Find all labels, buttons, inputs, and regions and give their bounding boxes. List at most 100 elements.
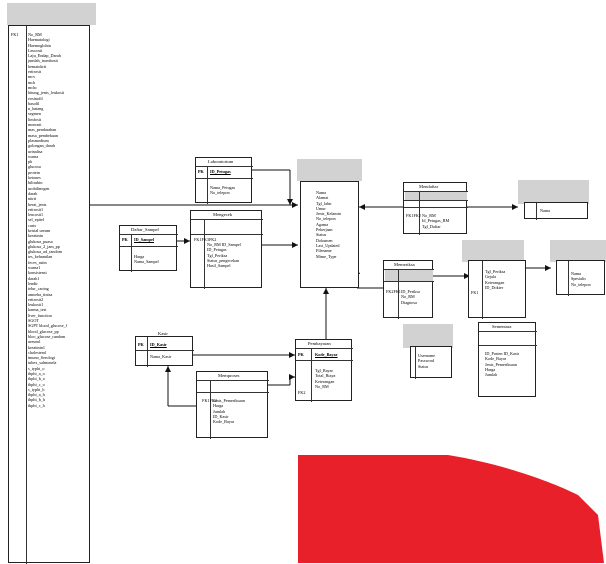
attribute: Keterangan	[485, 279, 505, 285]
attribute: warna1	[28, 265, 41, 271]
petugas-rm-attributes: Nama	[540, 208, 550, 213]
attribute: Laju_Endap_Darah	[28, 53, 61, 59]
daftar-sampel-pk-tag: PK	[122, 237, 128, 242]
attribute: ID_Pasien ID_Kasir	[485, 351, 520, 356]
attribute: tubex_salmonela	[28, 360, 57, 366]
attribute: Mime_Type	[316, 253, 337, 259]
attribute: Nama	[571, 271, 581, 276]
petugas-rm-entity: Nama	[524, 202, 588, 220]
attribute: s_typhi_o	[28, 365, 45, 371]
attribute: eritrosit1	[28, 206, 44, 212]
laboratorium-title: Laboratorium	[208, 159, 234, 164]
memeriksa-fk-tags: FK2FK1	[386, 289, 401, 294]
attribute: mchc	[28, 84, 38, 90]
pembayaran-fk-tags: FK2	[298, 390, 305, 395]
attribute: urobilinogen	[28, 185, 50, 191]
daftar-sampel-pk: ID_Sampel	[134, 237, 155, 242]
attribute: Harga	[134, 254, 145, 259]
attribute: konsistensi	[28, 270, 47, 276]
attribute: ID_Petugas	[207, 247, 227, 253]
attribute: Agama	[316, 221, 329, 227]
laboratorium-pk: ID_Petugas	[210, 169, 231, 174]
mendaftar-title: Mendaftar	[419, 184, 439, 189]
attribute: Kode_Bayar	[213, 419, 235, 425]
fk-tag: FK3	[201, 237, 209, 242]
attribute: Total_Biaya	[315, 373, 336, 379]
fk-tag: FK2	[209, 398, 218, 403]
memproses-title: Memproses	[218, 373, 240, 378]
daftar-sampel-title: Daftar_Sampel	[131, 227, 159, 232]
attribute: Tgl_Periksa	[485, 269, 506, 274]
attribute: karma_test	[28, 307, 47, 313]
attribute: thphi_b_o	[28, 376, 45, 382]
attribute: thphi_a_o	[28, 371, 45, 376]
attribute: No_RM ID_Sampel	[207, 242, 241, 247]
attribute: plasmodium	[28, 137, 49, 143]
attribute: ID_Periksa	[401, 289, 420, 294]
attribute: leukosit1	[28, 302, 44, 308]
attribute: leucosit1	[28, 212, 44, 218]
attribute: No_telepon	[571, 281, 591, 287]
mengecek-fk-tags: FK1FK3FK2	[193, 237, 216, 242]
attribute: Nama_Sampel	[134, 259, 159, 265]
attribute: Jumlah	[213, 408, 226, 414]
attribute: masa_pembekuan	[28, 132, 58, 138]
attribute: Kode_Bayar	[485, 356, 507, 362]
attribute: thphi_c_o	[28, 381, 45, 387]
pasien-header	[297, 159, 362, 181]
attribute: Tgl_Periksa	[207, 252, 228, 258]
attribute: Nama_Petugas	[210, 185, 236, 190]
fk-tag: FK1	[202, 398, 210, 403]
kasir-attributes: Nama_Kasir	[150, 354, 171, 359]
attribute: telur_cacing	[28, 286, 49, 292]
attribute: Harga	[485, 366, 496, 372]
attribute: Jenis_Kelamin	[316, 211, 341, 217]
attribute: mch	[28, 79, 36, 85]
attribute: thphi_a_h	[28, 392, 45, 398]
attribute: thphi_c_h	[28, 402, 45, 408]
periksa-header	[462, 240, 524, 262]
attribute: Hasil_Sampel	[207, 263, 231, 269]
attribute: Haematologi	[28, 37, 50, 43]
attribute: blood_glucose_pp	[28, 328, 59, 334]
attribute: SGPT blood_glucose_f	[28, 323, 68, 329]
attribute: Keterangan	[315, 378, 335, 384]
fk-tag: FK1	[194, 237, 202, 242]
attribute: mas_pendarahan	[28, 127, 57, 133]
attribute: Dokumen	[316, 237, 333, 243]
attribute: kreatinin1	[28, 344, 45, 350]
attribute: Harga	[213, 403, 224, 409]
attribute: Nama	[540, 208, 550, 213]
attribute: golongan_darah	[28, 143, 55, 149]
attribute: darah1	[28, 275, 40, 281]
pembayaran-pk: Kode_Bayar	[315, 352, 338, 357]
attribute: eritrosit2	[28, 296, 44, 302]
attribute: urinalisa	[28, 148, 43, 154]
kasir-entity: Kasir PK ID_Kasir Nama_Kasir	[135, 331, 194, 367]
attribute: Diagnosa	[401, 299, 417, 305]
periksa-fk-tags: FK1	[471, 290, 478, 295]
attribute: bloo_glucose_random	[28, 333, 66, 339]
attribute: No_RM	[422, 213, 436, 218]
attribute: No_telepon	[316, 216, 336, 222]
attribute: Jenis_Pemeriksaan	[213, 398, 245, 403]
attribute: warna	[28, 153, 39, 159]
mendaftar-fk-tags: FK1FK2	[406, 213, 421, 218]
kasir-title: Kasir	[158, 331, 168, 336]
pembayaran-title: Pembayaran	[308, 341, 331, 346]
fk-tag: FK2	[386, 289, 394, 294]
attribute: basofil	[28, 100, 40, 106]
attribute: limfosit	[28, 116, 42, 122]
fk-tag: FK2	[298, 390, 306, 395]
attribute: liver_function	[28, 312, 52, 318]
attribute: kristal ureum	[28, 227, 51, 233]
